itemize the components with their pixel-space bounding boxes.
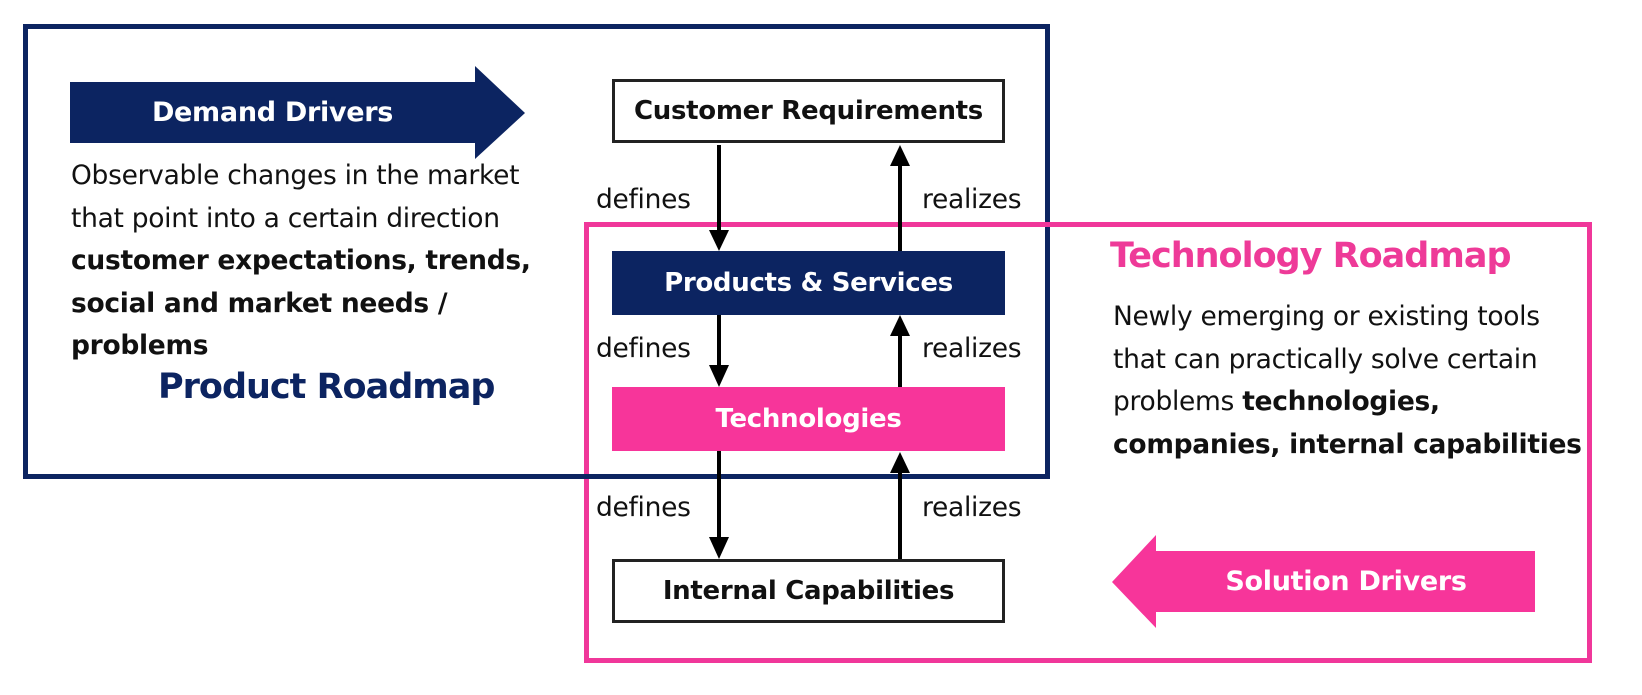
edge-label-realizes: realizes <box>922 492 1022 523</box>
node-internal-capabilities: Internal Capabilities <box>612 559 1005 623</box>
node-label: Customer Requirements <box>634 96 983 126</box>
product-description-plain: Observable changes in the market that po… <box>71 160 520 234</box>
node-customer-requirements: Customer Requirements <box>612 79 1005 143</box>
demand-drivers-label: Demand Drivers <box>151 97 394 128</box>
product-description-bold: customer expectations, trends, social an… <box>71 245 531 361</box>
demand-drivers-arrow-icon <box>70 66 525 159</box>
node-label: Technologies <box>715 404 902 434</box>
node-label: Products & Services <box>664 268 953 298</box>
edge-label-defines: defines <box>596 184 691 215</box>
node-technologies: Technologies <box>612 387 1005 451</box>
edge-label-defines: defines <box>596 333 691 364</box>
product-frame-bottom-edge <box>23 474 1050 479</box>
technology-frame-top-edge <box>584 222 1592 227</box>
technology-roadmap-description: Newly emerging or existing tools that ca… <box>1113 296 1583 466</box>
solution-drivers-label: Solution Drivers <box>1225 566 1467 597</box>
product-roadmap-title: Product Roadmap <box>158 367 495 407</box>
edge-label-defines: defines <box>596 492 691 523</box>
technology-description-plain: Newly emerging or existing tools that ca… <box>1113 301 1540 417</box>
product-roadmap-description: Observable changes in the market that po… <box>71 155 541 368</box>
node-label: Internal Capabilities <box>662 576 955 606</box>
edge-label-realizes: realizes <box>922 184 1022 215</box>
technology-description-bold: technologies, companies, internal capabi… <box>1113 386 1582 460</box>
edge-label-realizes: realizes <box>922 333 1022 364</box>
technology-roadmap-title: Technology Roadmap <box>1110 236 1511 276</box>
node-products-services: Products & Services <box>612 251 1005 315</box>
solution-drivers-arrow-icon <box>1112 535 1535 628</box>
